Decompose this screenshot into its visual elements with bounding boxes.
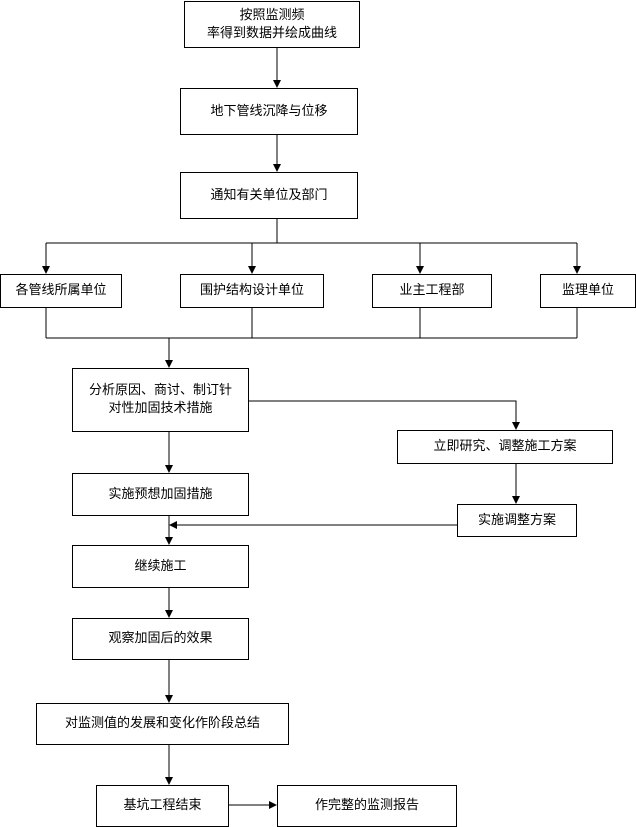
step-analyze-measures: 分析原因、商讨、制订针 对性加固技术措施 [72, 368, 249, 432]
unit-supervision: 监理单位 [540, 274, 636, 308]
unit-pipeline-owners: 各管线所属单位 [0, 274, 122, 308]
step-implement-reinforcement: 实施预想加固措施 [72, 473, 249, 516]
step-continue-construction: 继续施工 [72, 545, 249, 588]
step-implement-adjustment: 实施调整方案 [457, 504, 577, 537]
unit-owner-engineering: 业主工程部 [372, 274, 492, 308]
arrow-b8-b9 [248, 400, 520, 430]
step-notify-units: 通知有关单位及部门 [180, 172, 358, 219]
step-observe-effect: 观察加固后的效果 [72, 618, 249, 660]
step-pit-finished: 基坑工程结束 [96, 785, 229, 827]
step-adjust-plan: 立即研究、调整施工方案 [397, 430, 613, 464]
step-record-data: 按照监测频 率得到数据并绘成曲线 [184, 1, 360, 48]
step-final-report: 作完整的监测报告 [277, 785, 457, 827]
unit-retaining-design: 围护结构设计单位 [180, 274, 324, 308]
step-settlement-displacement: 地下管线沉降与位移 [180, 88, 358, 135]
step-stage-summary: 对监测值的发展和变化作阶段总结 [36, 703, 289, 745]
